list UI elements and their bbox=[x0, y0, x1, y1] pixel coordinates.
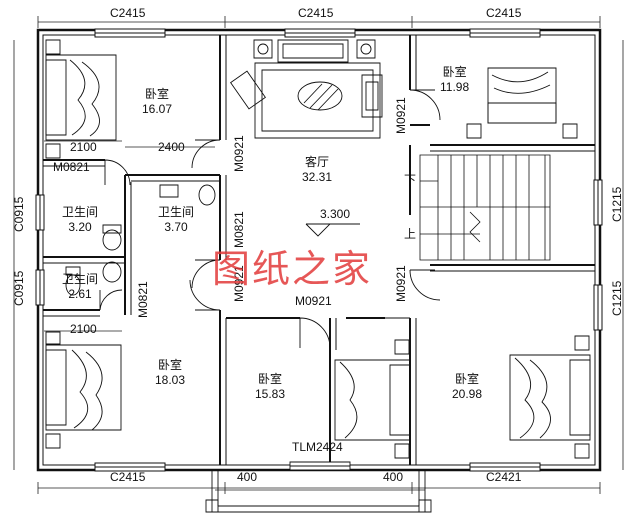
room-bedroom-1: 卧室 16.07 bbox=[142, 87, 172, 117]
window-label-right-lower: C1215 bbox=[610, 280, 624, 316]
door-label-hall: M0921 bbox=[295, 294, 332, 308]
room-area: 11.98 bbox=[440, 80, 470, 94]
room-area: 16.07 bbox=[142, 102, 173, 116]
room-area: 32.31 bbox=[302, 170, 333, 184]
door-label-bed1: M0821 bbox=[53, 160, 90, 174]
window-label-left-lower: C0915 bbox=[12, 270, 26, 306]
window-label-bottom-left: C2415 bbox=[110, 470, 146, 484]
room-area: 3.20 bbox=[68, 220, 92, 234]
room-name: 卧室 bbox=[258, 372, 283, 386]
room-bath-2: 卫生间 3.70 bbox=[158, 205, 194, 235]
room-name: 卫生间 bbox=[158, 205, 195, 219]
room-area: 2.61 bbox=[68, 287, 92, 301]
door-label-bed2: M0921 bbox=[394, 97, 408, 134]
window-label-right-upper: C1215 bbox=[610, 186, 624, 222]
room-bath-1: 卫生间 3.20 bbox=[62, 205, 98, 235]
dim-2100-bottom: 2100 bbox=[70, 322, 97, 336]
balcony bbox=[206, 462, 431, 512]
stair-up-label: 上 bbox=[404, 227, 417, 241]
room-name: 客厅 bbox=[305, 155, 330, 169]
window-marks bbox=[36, 29, 602, 471]
window-label-top-left: C2415 bbox=[110, 6, 146, 20]
window-label-left-upper: C0915 bbox=[12, 196, 26, 232]
bath-fixtures bbox=[66, 185, 215, 295]
dim-400-right: 400 bbox=[383, 470, 404, 484]
door-label-balcony: TLM2424 bbox=[292, 440, 343, 454]
dim-2400: 2400 bbox=[158, 140, 185, 154]
window-label-top-right: C2415 bbox=[486, 6, 522, 20]
room-name: 卧室 bbox=[145, 87, 170, 101]
door-label-living-left: M0921 bbox=[232, 135, 246, 172]
window-label-bottom-right: C2421 bbox=[486, 470, 522, 484]
room-bedroom-4: 卧室 15.83 bbox=[255, 372, 285, 402]
room-area: 15.83 bbox=[255, 387, 286, 401]
room-area: 3.70 bbox=[164, 220, 188, 234]
stair-down-label: 下 bbox=[404, 173, 417, 187]
door-label-bed5: M0921 bbox=[394, 265, 408, 302]
room-area: 18.03 bbox=[155, 373, 186, 387]
room-bedroom-5: 卧室 20.98 bbox=[452, 372, 482, 402]
room-name: 卧室 bbox=[455, 372, 480, 386]
dim-2100-top: 2100 bbox=[70, 140, 97, 154]
dimension-lines bbox=[14, 16, 623, 494]
window-label-top-mid: C2415 bbox=[298, 6, 334, 20]
room-name: 卧室 bbox=[442, 65, 467, 79]
room-name: 卧室 bbox=[158, 358, 183, 372]
door-swings bbox=[100, 90, 440, 348]
room-living: 客厅 32.31 bbox=[302, 155, 332, 185]
level-mark bbox=[306, 224, 360, 236]
room-bedroom-2: 卧室 11.98 bbox=[440, 65, 469, 95]
level-label: 3.300 bbox=[320, 207, 351, 221]
sofa-set bbox=[231, 40, 382, 138]
door-label-bath3: M0821 bbox=[136, 281, 150, 318]
room-bath-3: 卫生间 2.61 bbox=[62, 272, 98, 302]
room-area: 20.98 bbox=[452, 387, 483, 401]
watermark-text: 图纸之家 bbox=[212, 247, 373, 291]
room-name: 卫生间 bbox=[62, 272, 99, 286]
room-name: 卫生间 bbox=[62, 205, 99, 219]
room-bedroom-3: 卧室 18.03 bbox=[155, 358, 185, 388]
dim-400-left: 400 bbox=[237, 470, 258, 484]
beds bbox=[46, 40, 590, 458]
stair bbox=[420, 155, 550, 260]
